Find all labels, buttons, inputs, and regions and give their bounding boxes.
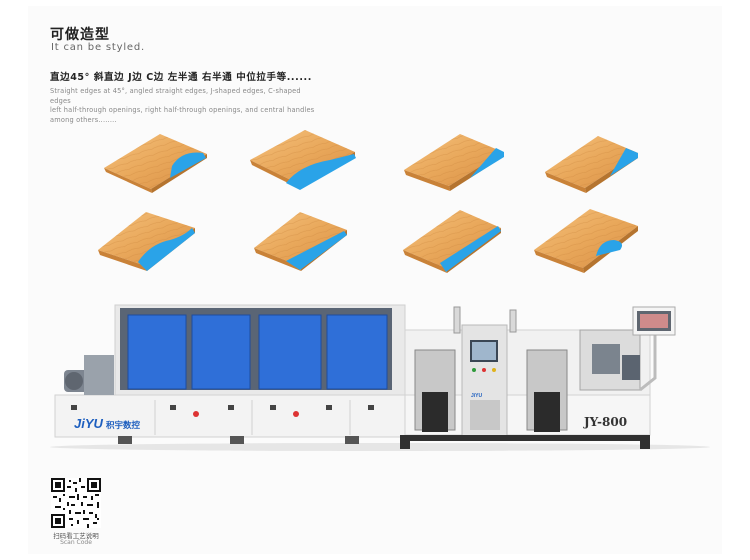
blue-panel-4 — [326, 314, 388, 390]
description-line-3: among others........ — [50, 115, 117, 124]
qr-sublabel: Scan Code — [60, 539, 92, 546]
model-label: JY-800 — [583, 415, 627, 429]
blue-panel-3 — [258, 314, 322, 390]
blue-panel-2 — [191, 314, 251, 390]
machine-lower-body — [54, 394, 406, 438]
qr-code[interactable] — [51, 478, 101, 528]
brand-logo: JiYU — [74, 416, 104, 431]
features-headline: 直边45° 斜直边 J边 C边 左半通 右半通 中位拉手等...... — [50, 72, 312, 83]
cabinet-logo: JiYU — [471, 393, 483, 399]
brand-name-cn: 积宇数控 — [106, 420, 141, 431]
description-line-2: left half-through openings, right half-t… — [50, 106, 315, 115]
blue-panel-1 — [127, 314, 187, 390]
features-description: Straight edges at 45°, angled straight e… — [50, 87, 320, 125]
page-subtitle: It can be styled. — [51, 42, 145, 53]
page-background — [28, 6, 722, 554]
description-line-1: Straight edges at 45°, angled straight e… — [50, 87, 301, 105]
qr-label: 扫码看工艺说明 — [53, 532, 99, 540]
page-title: 可做造型 — [50, 27, 110, 43]
